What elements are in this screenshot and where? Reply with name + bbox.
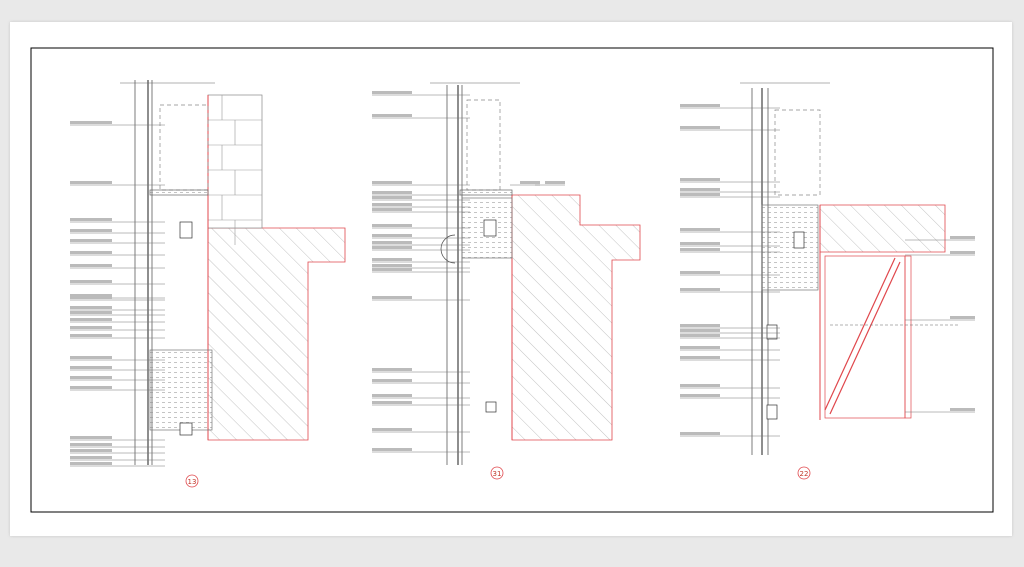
annotation-label-illegible bbox=[70, 436, 112, 439]
annotation-label-illegible bbox=[680, 178, 720, 181]
annotation-label-illegible bbox=[70, 181, 112, 184]
annotation-label-illegible bbox=[680, 271, 720, 274]
annotation-label-illegible bbox=[680, 324, 720, 327]
bracket-detail bbox=[793, 231, 805, 249]
glass-panel bbox=[774, 109, 821, 196]
annotation-label-illegible bbox=[680, 288, 720, 291]
annotation-label-illegible bbox=[70, 366, 112, 369]
annotation-label-illegible bbox=[70, 239, 112, 242]
annotation-label-illegible bbox=[70, 218, 112, 221]
bracket-detail bbox=[179, 221, 193, 239]
annotation-label-illegible bbox=[372, 241, 412, 244]
detail-marker-circle bbox=[490, 466, 504, 480]
steel-post bbox=[904, 255, 912, 419]
annotation-label-illegible bbox=[680, 394, 720, 397]
annotation-label-illegible bbox=[950, 408, 975, 411]
annotation-label-illegible bbox=[70, 229, 112, 232]
annotation-label-illegible bbox=[70, 449, 112, 452]
annotation-label-illegible bbox=[70, 280, 112, 283]
bracket-detail bbox=[766, 324, 778, 340]
brick-wall bbox=[207, 94, 263, 229]
annotation-label-illegible bbox=[372, 448, 412, 451]
annotation-label-illegible bbox=[372, 264, 412, 267]
annotation-label-illegible bbox=[372, 428, 412, 431]
annotation-label-illegible bbox=[70, 318, 112, 321]
sill-strip bbox=[459, 189, 513, 196]
annotation-label-illegible bbox=[950, 316, 975, 319]
annotation-label-illegible bbox=[372, 296, 412, 299]
annotation-label-illegible bbox=[680, 104, 720, 107]
drawing-sheet bbox=[10, 22, 1012, 536]
annotation-label-illegible bbox=[680, 329, 720, 332]
annotation-label-illegible bbox=[372, 246, 412, 249]
bracket-detail bbox=[485, 401, 497, 413]
bracket-detail bbox=[766, 404, 778, 420]
annotation-label-illegible bbox=[70, 334, 112, 337]
annotation-label-illegible bbox=[70, 311, 112, 314]
concrete-slab bbox=[819, 204, 946, 253]
glass-panel bbox=[466, 99, 501, 191]
annotation-label-illegible bbox=[372, 196, 412, 199]
annotation-label-illegible bbox=[70, 306, 112, 309]
annotation-label-illegible bbox=[680, 242, 720, 245]
annotation-label-illegible bbox=[372, 203, 412, 206]
annotation-label-illegible bbox=[70, 326, 112, 329]
annotation-label-illegible bbox=[680, 126, 720, 129]
annotation-label-illegible bbox=[372, 401, 412, 404]
detail-marker-2: 31 bbox=[493, 470, 502, 478]
annotation-label-illegible bbox=[372, 379, 412, 382]
annotation-label-illegible bbox=[372, 191, 412, 194]
arc-detail bbox=[440, 234, 456, 264]
annotation-label-illegible bbox=[372, 91, 412, 94]
annotation-label-illegible bbox=[680, 188, 720, 191]
concrete-section bbox=[511, 194, 641, 441]
annotation-label-illegible bbox=[70, 443, 112, 446]
detail-marker-3: 22 bbox=[800, 470, 809, 478]
detail-marker-circle bbox=[797, 466, 811, 480]
annotation-label-illegible bbox=[70, 296, 112, 299]
annotation-label-illegible bbox=[680, 334, 720, 337]
annotation-label-illegible bbox=[680, 193, 720, 196]
annotation-label-illegible bbox=[70, 462, 112, 465]
annotation-label-illegible bbox=[372, 258, 412, 261]
glass-panel bbox=[159, 104, 209, 191]
sill-strip bbox=[149, 189, 209, 196]
annotation-label-illegible bbox=[372, 234, 412, 237]
annotation-label-illegible bbox=[680, 432, 720, 435]
annotation-label-illegible bbox=[680, 346, 720, 349]
annotation-label-illegible bbox=[372, 114, 412, 117]
bracket-detail bbox=[179, 422, 193, 436]
diagonal-brace bbox=[824, 257, 896, 411]
annotation-label-illegible bbox=[70, 251, 112, 254]
insulation-fill bbox=[761, 204, 819, 291]
annotation-label-illegible bbox=[372, 394, 412, 397]
annotation-label-illegible bbox=[545, 181, 565, 184]
annotation-label-illegible bbox=[372, 368, 412, 371]
annotation-label-illegible bbox=[680, 356, 720, 359]
annotation-label-illegible bbox=[70, 294, 112, 297]
detail-marker-1: 13 bbox=[188, 478, 197, 486]
annotation-label-illegible bbox=[70, 121, 112, 124]
annotation-label-illegible bbox=[372, 224, 412, 227]
annotation-label-illegible bbox=[680, 384, 720, 387]
annotation-label-illegible bbox=[372, 268, 412, 271]
annotation-label-illegible bbox=[950, 236, 975, 239]
detail-marker-circle bbox=[185, 474, 199, 488]
annotation-label-illegible bbox=[70, 376, 112, 379]
diagonal-brace bbox=[829, 261, 901, 415]
annotation-label-illegible bbox=[70, 386, 112, 389]
concrete-section bbox=[207, 227, 346, 441]
annotation-label-illegible bbox=[372, 181, 412, 184]
annotation-label-illegible bbox=[680, 248, 720, 251]
annotation-label-illegible bbox=[70, 264, 112, 267]
drawing-frame bbox=[30, 47, 994, 513]
annotation-label-illegible bbox=[950, 251, 975, 254]
bracket-detail bbox=[483, 219, 497, 237]
annotation-label-illegible bbox=[70, 456, 112, 459]
annotation-label-illegible bbox=[372, 208, 412, 211]
annotation-label-illegible bbox=[680, 228, 720, 231]
annotation-label-illegible bbox=[70, 356, 112, 359]
annotation-label-illegible bbox=[520, 181, 540, 184]
